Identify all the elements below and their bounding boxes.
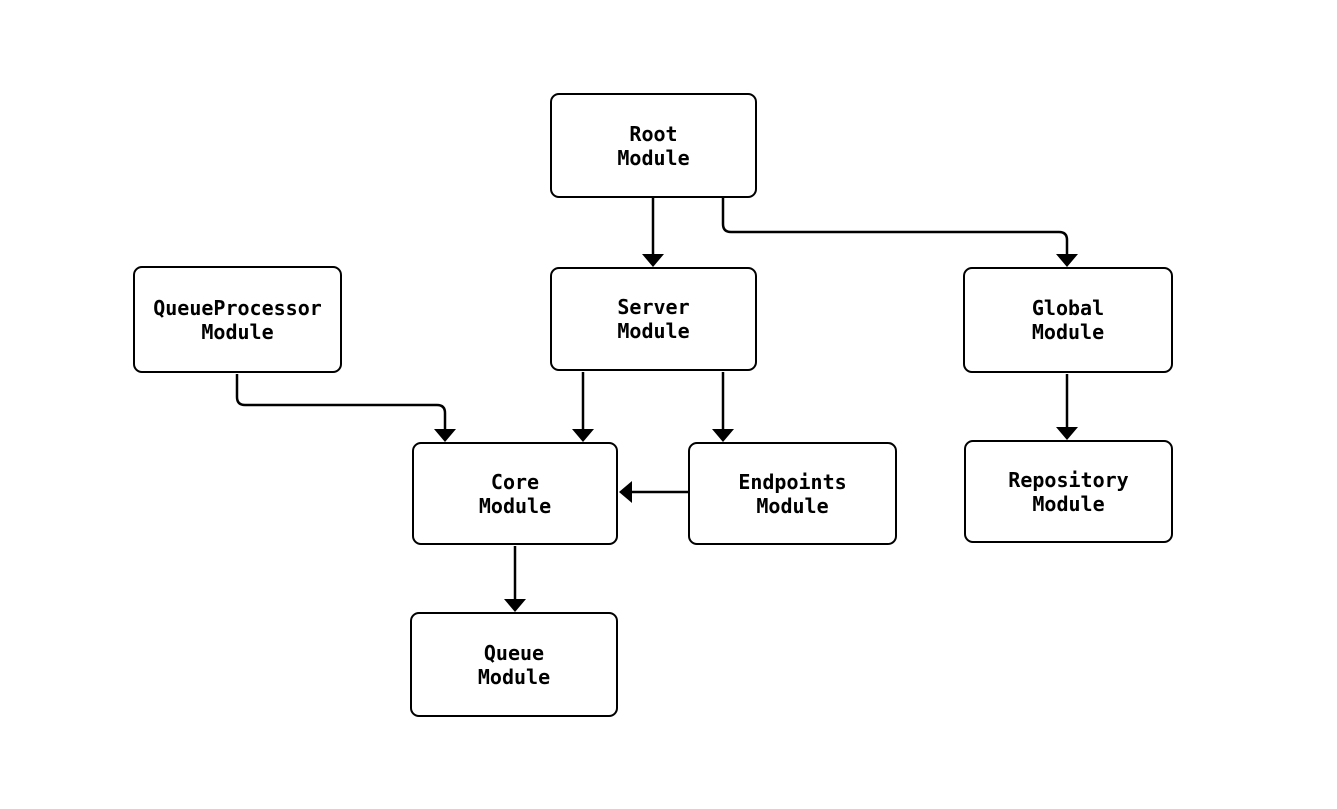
arrowhead-icon	[504, 599, 526, 612]
node-repository-module: Repository Module	[964, 440, 1173, 543]
node-queue-module: Queue Module	[410, 612, 618, 717]
node-queueprocessor-module-label: QueueProcessor Module	[153, 295, 322, 344]
node-root-module: Root Module	[550, 93, 757, 198]
node-core-module: Core Module	[412, 442, 618, 545]
edge-root-to-server	[642, 198, 664, 267]
arrowhead-icon	[712, 429, 734, 442]
node-endpoints-module-label: Endpoints Module	[738, 469, 847, 518]
node-global-module: Global Module	[963, 267, 1173, 373]
edge-server-to-core	[572, 372, 594, 442]
node-server-module-label: Server Module	[617, 295, 690, 343]
edge-server-to-endpoints	[712, 372, 734, 442]
edge-root-to-global	[721, 198, 1078, 267]
arrowhead-icon	[619, 481, 632, 503]
node-server-module: Server Module	[550, 267, 757, 371]
edge-core-to-queue	[504, 546, 526, 612]
node-core-module-label: Core Module	[478, 469, 552, 518]
node-global-module-label: Global Module	[1031, 296, 1105, 344]
node-repository-module-label: Repository Module	[1008, 467, 1129, 516]
arrowhead-icon	[1056, 427, 1078, 440]
node-queueprocessor-module: QueueProcessor Module	[133, 266, 342, 373]
arrowhead-icon	[572, 429, 594, 442]
arrowhead-icon	[434, 429, 456, 442]
node-root-module-label: Root Module	[617, 121, 690, 170]
edge-endpoints-to-core	[619, 481, 688, 503]
arrowhead-icon	[1056, 254, 1078, 267]
node-endpoints-module: Endpoints Module	[688, 442, 897, 545]
node-queue-module-label: Queue Module	[477, 640, 551, 689]
edge-global-to-repository	[1056, 374, 1078, 440]
arrowhead-icon	[642, 254, 664, 267]
edge-queueprocessor-to-core	[235, 374, 456, 442]
